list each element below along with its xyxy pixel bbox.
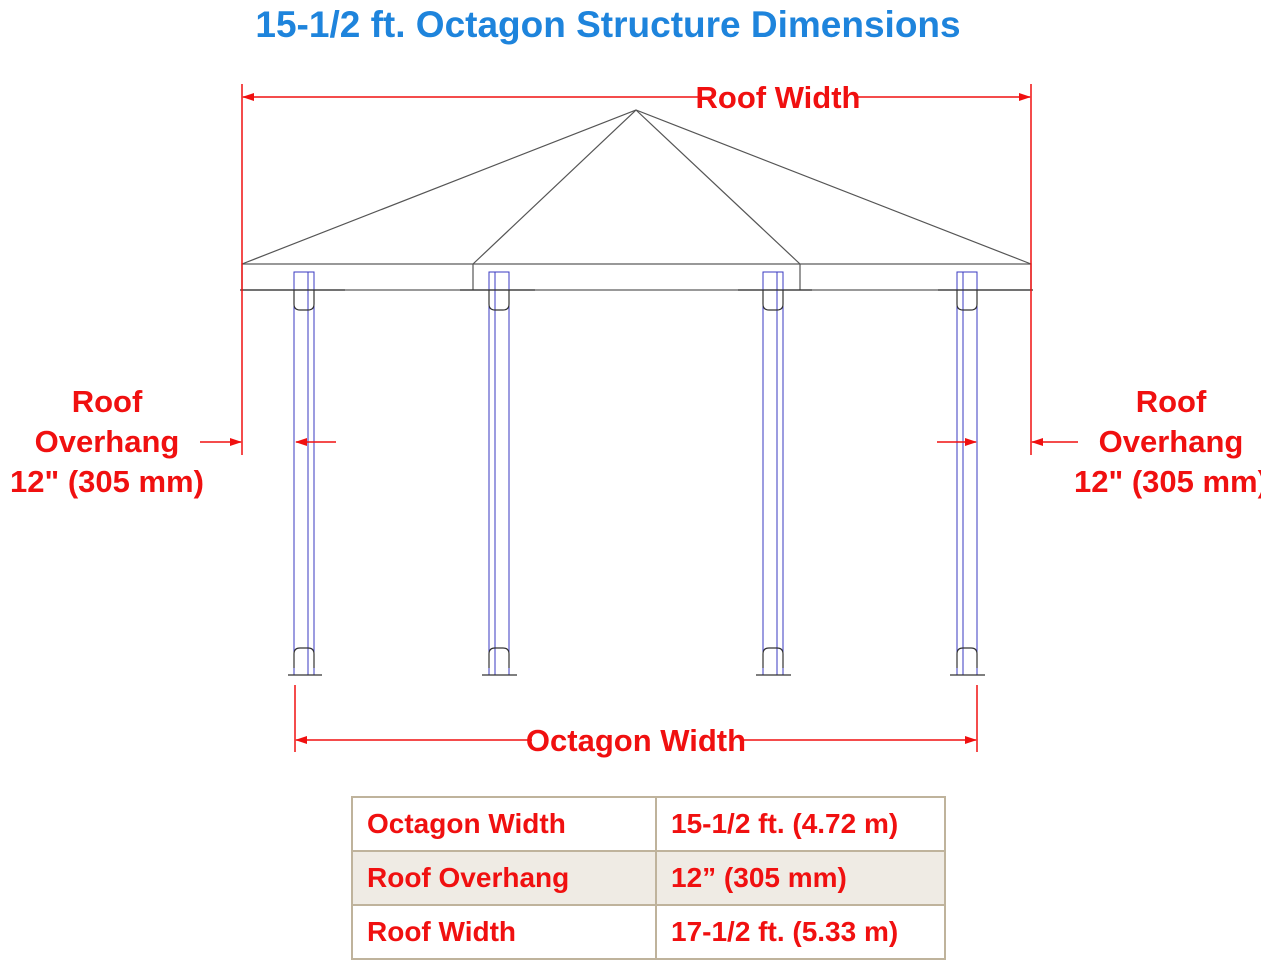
overhang-label-line: Roof xyxy=(72,384,143,419)
row-value: 15-1/2 ft. (4.72 m) xyxy=(655,796,946,852)
table-row: Roof Width 17-1/2 ft. (5.33 m) xyxy=(351,904,946,960)
row-label: Roof Overhang xyxy=(351,850,657,906)
overhang-label-line: Overhang xyxy=(1099,424,1244,459)
post xyxy=(488,271,510,676)
overhang-label-line: 12" (305 mm) xyxy=(10,464,204,499)
left-overhang-label: Roof Overhang 12" (305 mm) xyxy=(10,384,204,499)
post xyxy=(956,271,978,676)
octagon-width-label: Octagon Width xyxy=(526,723,746,758)
dimensions-table: Octagon Width 15-1/2 ft. (4.72 m) Roof O… xyxy=(351,796,946,960)
page-title: 15-1/2 ft. Octagon Structure Dimensions xyxy=(255,4,961,45)
overhang-label-line: 12" (305 mm) xyxy=(1074,464,1261,499)
row-label: Octagon Width xyxy=(351,796,657,852)
row-value: 17-1/2 ft. (5.33 m) xyxy=(655,904,946,960)
overhang-label-line: Overhang xyxy=(35,424,180,459)
table-row: Octagon Width 15-1/2 ft. (4.72 m) xyxy=(351,796,946,852)
row-label: Roof Width xyxy=(351,904,657,960)
dimension-lines xyxy=(200,84,1078,752)
right-overhang-label: Roof Overhang 12" (305 mm) xyxy=(1074,384,1261,499)
table-row: Roof Overhang 12” (305 mm) xyxy=(351,850,946,906)
post xyxy=(293,271,315,676)
post xyxy=(762,271,784,676)
roof-width-label: Roof Width xyxy=(696,80,861,115)
roof xyxy=(241,109,1032,291)
posts xyxy=(240,271,1033,676)
row-value: 12” (305 mm) xyxy=(655,850,946,906)
overhang-label-line: Roof xyxy=(1136,384,1207,419)
